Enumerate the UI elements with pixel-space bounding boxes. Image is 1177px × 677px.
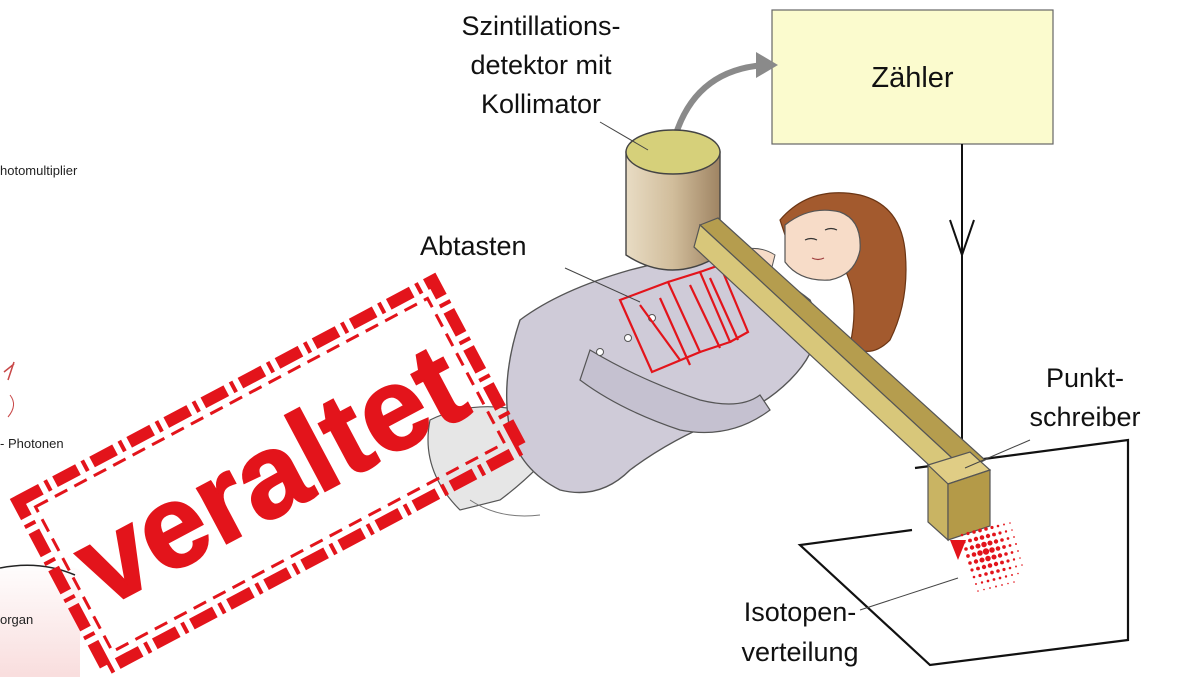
- isotope-dot: [983, 589, 985, 591]
- isotope-dot: [1011, 574, 1013, 576]
- isotope-dot: [1015, 566, 1017, 568]
- isotope-dot: [1009, 522, 1011, 524]
- isotope-dot: [1006, 559, 1009, 562]
- recorder-label-line1: Punkt-: [1000, 362, 1170, 394]
- isotope-dot: [966, 532, 969, 535]
- isotope-dot: [987, 580, 990, 583]
- isotope-dot: [998, 553, 1002, 557]
- isotope-dot: [1004, 552, 1008, 556]
- recorder-label-line2: schreiber: [1000, 401, 1170, 433]
- isotope-dot: [974, 559, 978, 563]
- isotope-dot: [995, 586, 997, 588]
- isotope-dot: [968, 539, 972, 543]
- isotope-dot: [997, 525, 1000, 528]
- isotope-dot: [1000, 538, 1004, 542]
- isotope-dot: [1000, 561, 1004, 565]
- isotope-dot: [990, 571, 994, 575]
- isotope-dot: [984, 527, 988, 531]
- distribution-label-line1: Isotopen-: [700, 596, 900, 628]
- isotope-dot: [999, 577, 1002, 580]
- isotope-dot: [977, 590, 979, 592]
- isotope-dot: [975, 543, 980, 548]
- isotope-dot: [1009, 544, 1012, 547]
- isotope-dot: [1003, 524, 1005, 526]
- isotope-dot: [975, 583, 977, 585]
- isotope-dot: [1002, 545, 1006, 549]
- isotope-dot: [980, 535, 985, 540]
- isotope-dot: [988, 563, 993, 568]
- isotope-dot: [1011, 551, 1014, 554]
- isotope-dot: [993, 578, 996, 581]
- detector-label-line2: detektor mit: [426, 49, 656, 81]
- isotope-dot: [1007, 583, 1009, 585]
- isotope-dot: [998, 531, 1001, 534]
- organ-fragment: organ: [0, 612, 33, 627]
- isotope-dot: [987, 540, 992, 545]
- isotope-dot: [996, 546, 1001, 551]
- isotope-dot: [984, 572, 988, 576]
- isotope-dot: [991, 554, 996, 559]
- isotope-dot: [990, 526, 993, 529]
- isotope-dot: [973, 576, 976, 579]
- isotope-dot: [972, 530, 976, 534]
- isotope-dot: [1021, 564, 1023, 566]
- photomultiplier-fragment: hotomultiplier: [0, 163, 77, 178]
- detector-label-line1: Szintillations-: [426, 10, 656, 42]
- isotope-dot: [1013, 558, 1015, 560]
- recorder-head: [928, 452, 990, 560]
- isotope-dot: [985, 556, 991, 562]
- isotope-dot: [1013, 581, 1015, 583]
- isotope-dot: [976, 567, 980, 571]
- isotope-dot: [986, 534, 990, 538]
- counter-label: Zähler: [772, 62, 1053, 94]
- isotope-dot: [966, 554, 970, 558]
- isotope-dot: [994, 539, 998, 543]
- isotope-dot: [962, 540, 965, 543]
- isotope-dot: [981, 581, 983, 583]
- isotope-dot: [1017, 573, 1019, 575]
- isotope-dot: [1017, 550, 1019, 552]
- isotope-dot: [978, 574, 981, 577]
- isotope-dot: [977, 550, 983, 556]
- isotope-dot: [1011, 529, 1013, 531]
- isotope-dot: [974, 537, 978, 541]
- isotope-dot: [970, 545, 974, 549]
- isotope-dot: [979, 557, 984, 562]
- scanning-label: Abtasten: [420, 230, 527, 262]
- isotope-dot: [1002, 568, 1005, 571]
- distribution-label-line2: verteilung: [700, 636, 900, 668]
- isotope-dot: [1001, 584, 1003, 586]
- isotope-dot: [1013, 536, 1015, 538]
- isotope-dot: [964, 547, 968, 551]
- isotope-dot: [1019, 557, 1021, 559]
- isotope-dot: [989, 587, 991, 589]
- isotope-dot: [1005, 575, 1007, 577]
- isotope-dot: [982, 565, 986, 569]
- isotope-dot: [1009, 567, 1012, 570]
- isotope-dot: [961, 534, 964, 537]
- isotope-dot: [994, 562, 998, 566]
- isotope-dot: [970, 568, 973, 571]
- isotope-dot: [968, 561, 972, 565]
- isotope-dot: [983, 548, 989, 554]
- isotope-dot: [981, 542, 987, 548]
- photons-fragment: - Photonen: [0, 436, 64, 451]
- isotope-dot: [996, 569, 1000, 573]
- isotope-dot: [1007, 537, 1010, 540]
- isotope-dot: [978, 529, 982, 533]
- isotope-dot: [1005, 530, 1007, 532]
- isotope-dot: [972, 552, 977, 557]
- isotope-dot: [989, 547, 995, 553]
- isotope-dot: [992, 533, 996, 537]
- detector-label-line3: Kollimator: [426, 88, 656, 120]
- isotope-dot: [1015, 543, 1017, 545]
